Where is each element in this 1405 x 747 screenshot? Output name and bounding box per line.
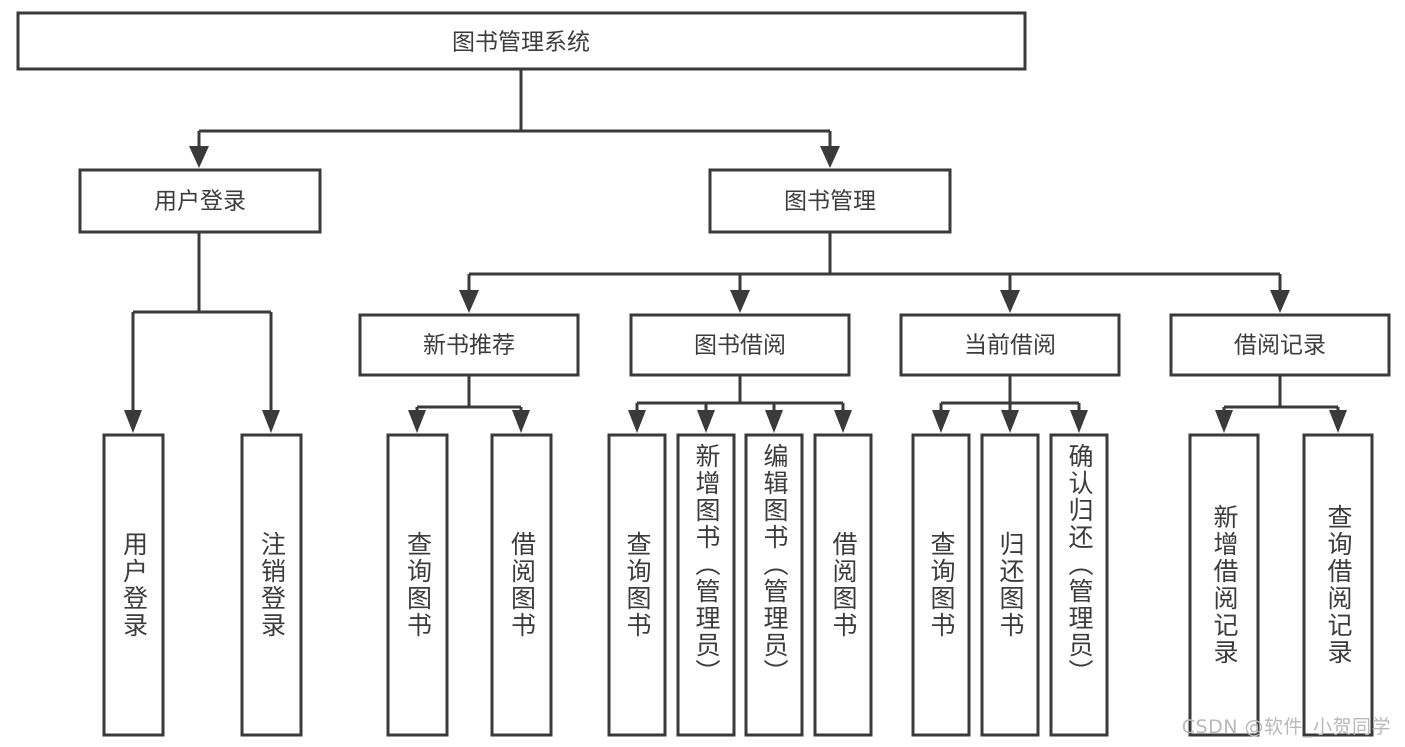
arrow-head-borrow-record [1270, 290, 1290, 313]
connector-group-book-manage [459, 233, 1290, 313]
connector-group-borrow-record [1215, 375, 1347, 433]
connector-group-current-borrow [932, 375, 1088, 433]
node-root-label: 图书管理系统 [452, 30, 590, 56]
arrow-head-leaf-query-book-2 [628, 410, 646, 433]
leaf-box-add-borrow-record[interactable] [1188, 433, 1260, 737]
node-current-borrow-label: 当前借阅 [964, 333, 1056, 359]
arrow-head-leaf-query-book-1 [408, 410, 426, 433]
leaf-box-add-book[interactable] [676, 433, 736, 737]
node-current-borrow[interactable]: 当前借阅 [899, 313, 1121, 377]
node-user-login-label: 用户登录 [154, 189, 246, 215]
node-user-login-box[interactable] [78, 168, 322, 234]
node-user-login[interactable]: 用户登录 [78, 168, 322, 234]
node-book-manage-label: 图书管理 [784, 189, 876, 215]
leaf-box-query-borrow-record[interactable] [1302, 433, 1374, 737]
node-borrow-record-box[interactable] [1169, 313, 1391, 377]
arrow-head-leaf-edit-book [765, 410, 783, 433]
leaf-box-borrow-book-2[interactable] [813, 433, 873, 737]
connector-group-new-book-recommend [408, 375, 530, 433]
arrow-head-new-book-recommend [459, 290, 479, 313]
leaf-box-return-book[interactable] [980, 433, 1040, 737]
arrow-head-leaf-logout-login [262, 410, 280, 433]
arrow-head-leaf-return-book [1001, 410, 1019, 433]
arrow-head-leaf-query-book-3 [932, 410, 950, 433]
node-new-book-recommend[interactable]: 新书推荐 [358, 313, 580, 377]
connector-group-root [189, 70, 840, 168]
arrow-head-leaf-confirm-return [1070, 410, 1088, 433]
node-current-borrow-box[interactable] [899, 313, 1121, 377]
connector-group-book-borrow [628, 375, 852, 433]
node-new-book-recommend-label: 新书推荐 [423, 333, 515, 359]
arrow-head-leaf-add-borrow-record [1215, 410, 1233, 433]
node-borrow-record[interactable]: 借阅记录 [1169, 313, 1391, 377]
node-book-borrow[interactable]: 图书借阅 [629, 313, 851, 377]
node-borrow-record-label: 借阅记录 [1234, 333, 1326, 359]
arrow-head-leaf-add-book [697, 410, 715, 433]
node-root[interactable]: 图书管理系统 [16, 11, 1027, 71]
node-book-manage[interactable]: 图书管理 [708, 168, 952, 234]
connector-group-user-login [124, 233, 280, 433]
leaf-box-query-book-3[interactable] [911, 433, 971, 737]
leaf-box-query-book-1[interactable] [386, 433, 449, 737]
node-new-book-recommend-box[interactable] [358, 313, 580, 377]
node-root-box[interactable] [16, 11, 1027, 71]
arrow-head-user-login [189, 146, 209, 168]
leaf-boxes [102, 433, 1374, 737]
arrow-head-leaf-user-login [124, 410, 142, 433]
arrow-head-leaf-borrow-book-1 [512, 410, 530, 433]
leaf-box-query-book-2[interactable] [607, 433, 667, 737]
arrow-head-leaf-query-borrow-record [1329, 410, 1347, 433]
leaf-box-edit-book[interactable] [744, 433, 804, 737]
arrow-head-book-borrow [730, 290, 750, 313]
arrow-head-leaf-borrow-book-2 [834, 410, 852, 433]
leaf-box-confirm-return[interactable] [1049, 433, 1109, 737]
node-book-borrow-label: 图书借阅 [694, 333, 786, 359]
leaf-box-borrow-book-1[interactable] [490, 433, 553, 737]
node-book-borrow-box[interactable] [629, 313, 851, 377]
leaf-box-user-login[interactable] [102, 433, 165, 737]
node-book-manage-box[interactable] [708, 168, 952, 234]
leaf-box-logout-login[interactable] [240, 433, 303, 737]
arrow-head-current-borrow [1000, 290, 1020, 313]
arrow-head-book-manage [820, 146, 840, 168]
